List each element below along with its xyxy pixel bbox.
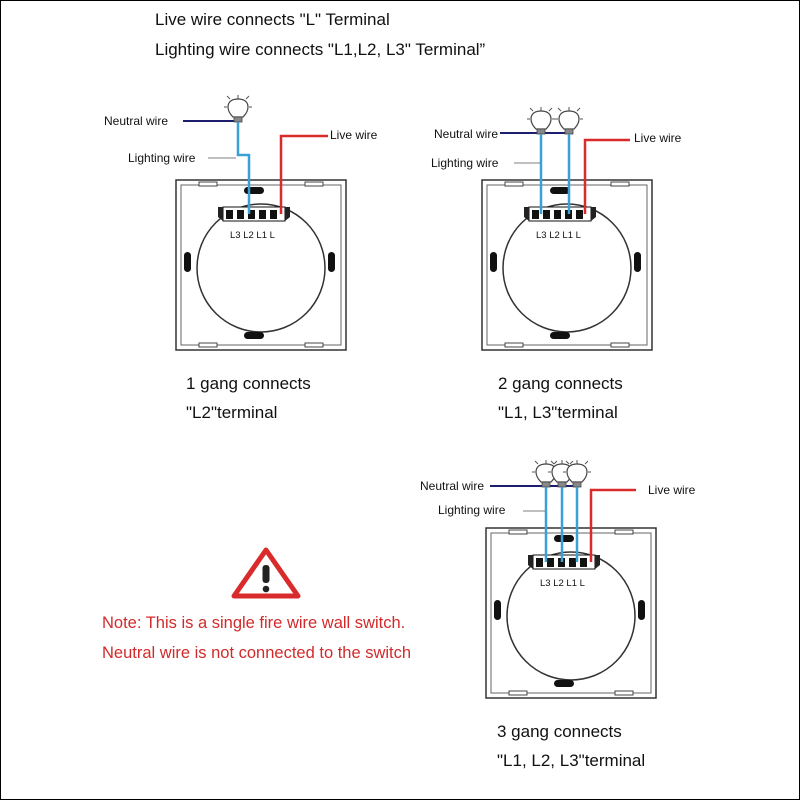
terminal-labels: L3 L2 L1 L xyxy=(536,230,581,241)
live-wire-label: Live wire xyxy=(648,483,696,497)
live-wire-1 xyxy=(279,134,328,214)
live-wire-label: Live wire xyxy=(330,128,378,142)
lighting-wire-label: Lighting wire xyxy=(128,151,196,165)
diagram-2-gang: Neutral wire Lighting wire Live wire L3 … xyxy=(431,106,682,351)
gang-3-caption-line1: 3 gang connects xyxy=(497,722,622,741)
warning-triangle-icon xyxy=(231,547,301,599)
note-line1: Note: This is a single fire wire wall sw… xyxy=(102,614,406,632)
gang-3-caption-line2: "L1, L2, L3"terminal xyxy=(497,751,646,770)
live-wire-3 xyxy=(589,488,636,562)
header-live-text: Live wire connects "L" Terminal xyxy=(155,10,390,29)
gang-1-caption-line1: 1 gang connects xyxy=(186,374,311,393)
gang-2-caption-line2: "L1, L3"terminal xyxy=(498,403,618,422)
lighting-wire-label: Lighting wire xyxy=(431,156,499,170)
neutral-wire-label: Neutral wire xyxy=(420,479,484,493)
note-line2: Neutral wire is not connected to the swi… xyxy=(102,644,412,662)
diagram-3-gang: Neutral wire Lighting wire Live wire L3 … xyxy=(420,459,696,699)
diagram-1-gang: Neutral wire Lighting wire Live wire L3 … xyxy=(104,94,378,351)
lighting-wire-1 xyxy=(236,122,251,214)
live-wire-label: Live wire xyxy=(634,131,682,145)
gang-2-caption-line1: 2 gang connects xyxy=(498,374,623,393)
terminal-labels: L3 L2 L1 L xyxy=(230,230,275,241)
terminal-labels: L3 L2 L1 L xyxy=(540,578,585,589)
header-lighting-text: Lighting wire connects "L1,L2, L3" Termi… xyxy=(155,40,486,59)
neutral-wire-label: Neutral wire xyxy=(104,114,168,128)
lighting-wire-label: Lighting wire xyxy=(438,503,506,517)
gang-1-caption-line2: "L2"terminal xyxy=(186,403,278,422)
neutral-wire-label: Neutral wire xyxy=(434,127,498,141)
live-wire-2 xyxy=(583,138,630,214)
